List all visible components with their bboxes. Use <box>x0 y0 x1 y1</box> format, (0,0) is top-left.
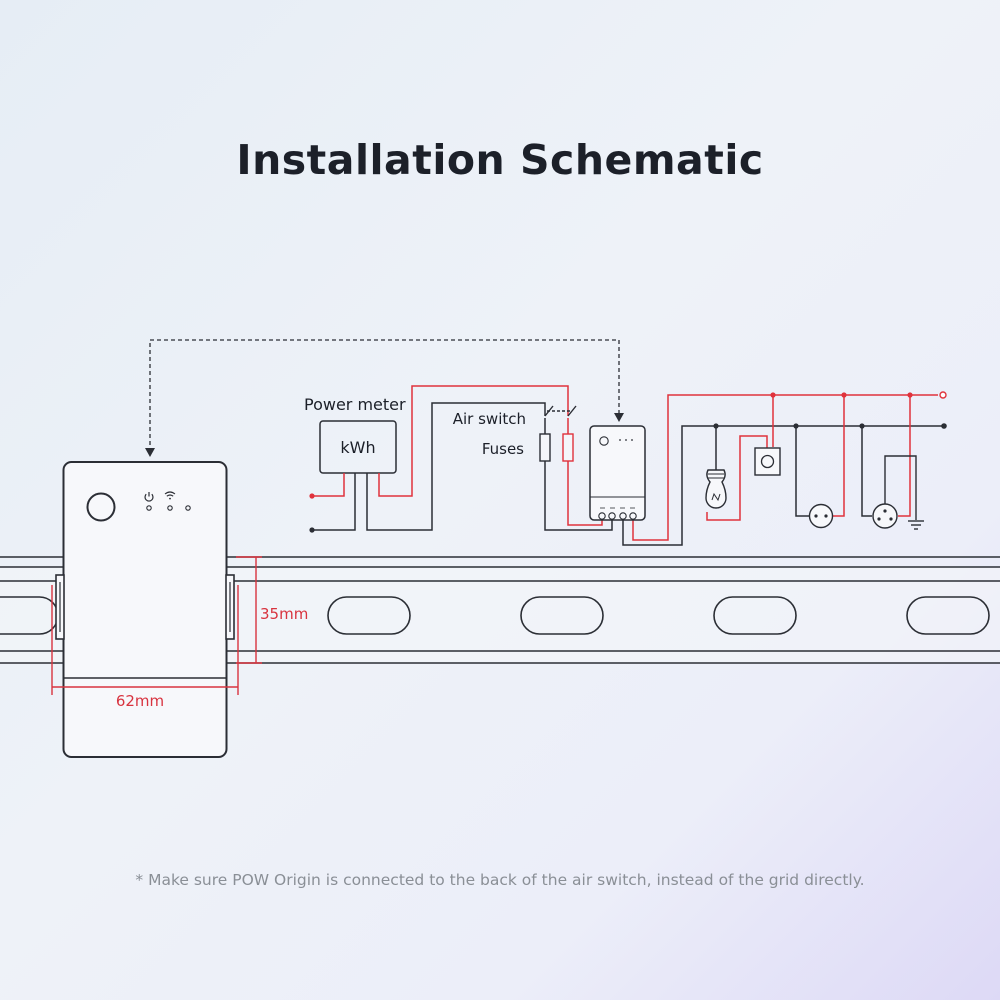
led-wifi <box>167 505 173 511</box>
socket-icon <box>808 503 834 529</box>
fuse <box>562 433 574 462</box>
page-title: Installation Schematic <box>236 136 764 184</box>
device-module <box>589 425 646 521</box>
dimension-height: 35mm <box>236 556 308 664</box>
fuses-label: Fuses <box>482 440 524 458</box>
fuse <box>539 433 551 462</box>
rail-slot <box>327 596 411 635</box>
ground-icon <box>884 455 924 530</box>
wiring-diagram: Power meter Air switch Fuses kWh <box>304 385 947 546</box>
device-leader-arrow <box>145 339 624 457</box>
kwh-label: kWh <box>340 438 375 457</box>
button-icon <box>86 492 116 522</box>
installation-note: * Make sure POW Origin is connected to t… <box>135 871 865 889</box>
air-switch-label: Air switch <box>453 410 526 428</box>
dimension-width-label: 62mm <box>116 692 164 710</box>
socket-icon <box>872 503 898 529</box>
switch-icon <box>754 447 781 476</box>
rail-slot <box>713 596 797 635</box>
wifi-icon <box>164 491 176 500</box>
air-switch <box>544 405 577 417</box>
dimension-height-label: 35mm <box>260 605 308 623</box>
rail-slot <box>906 596 990 635</box>
power-meter-label: Power meter <box>304 395 406 414</box>
dimension-width: 62mm <box>51 585 239 710</box>
device <box>55 461 235 758</box>
rail-slot <box>520 596 604 635</box>
led-power <box>146 505 152 511</box>
bulb-icon <box>705 469 741 521</box>
led-status <box>185 505 191 511</box>
power-icon <box>144 492 154 502</box>
power-meter-box <box>319 420 397 474</box>
